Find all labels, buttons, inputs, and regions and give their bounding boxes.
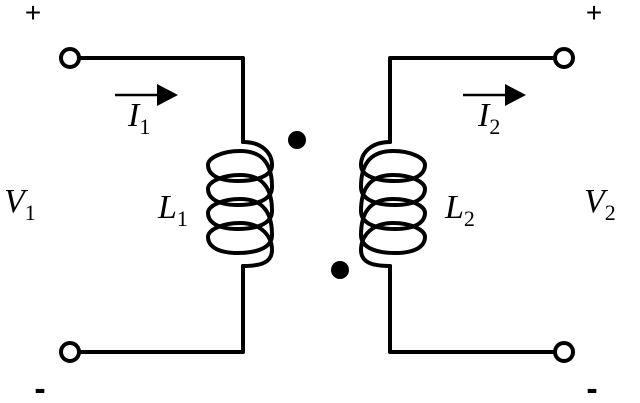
primary-top-terminal [59,47,81,69]
secondary-circuit [331,47,575,363]
primary-polarity-dot [288,131,306,149]
primary-inductor-label: L1 [157,189,188,231]
secondary-top-terminal [553,47,575,69]
secondary-coil [359,140,427,268]
primary-bottom-terminal [59,341,81,363]
secondary-bottom-wire [388,264,558,354]
primary-current-arrow [115,84,178,106]
primary-coil [206,140,274,268]
secondary-minus-sign: - [586,370,597,403]
secondary-bottom-terminal [553,341,575,363]
secondary-plus-sign: + [586,0,602,28]
secondary-current-arrow [463,84,526,106]
secondary-top-wire [388,56,558,144]
secondary-polarity-dot [331,261,349,279]
primary-top-wire [76,56,245,144]
secondary-inductor-label: L2 [444,189,475,231]
primary-voltage-label: V1 [4,183,36,225]
primary-bottom-wire [76,264,245,354]
secondary-voltage-label: V2 [584,183,616,225]
primary-minus-sign: - [34,370,45,403]
secondary-current-label: I2 [477,97,500,139]
primary-current-label: I1 [127,97,150,139]
primary-plus-sign: + [25,0,41,28]
primary-circuit [59,47,306,363]
